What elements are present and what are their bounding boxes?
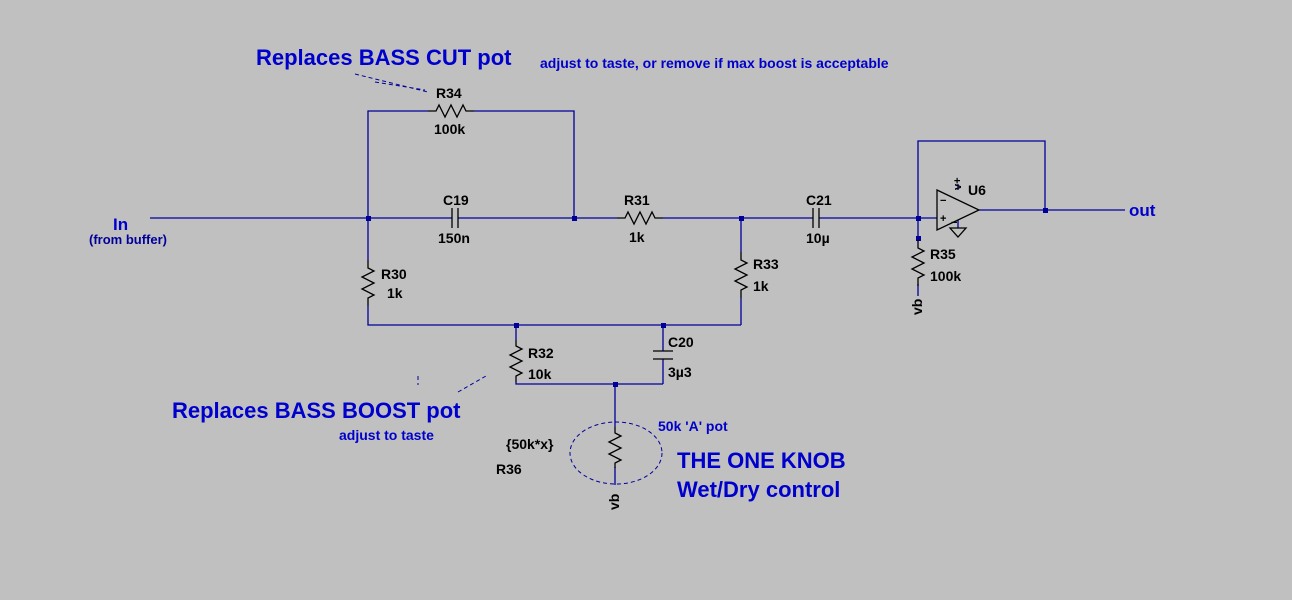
wire-r34-loop: [367, 110, 575, 218]
bass-boost-note: adjust to taste: [339, 427, 434, 443]
input-port-label: In: [113, 215, 128, 234]
r36-ref: R36: [496, 461, 522, 477]
opamp-triangle: [936, 188, 981, 232]
pointer-bass-cut: [354, 73, 429, 93]
wires: [150, 110, 1125, 485]
component-labels: R34 100k C19 150n R31 1k C21 10µ R30 1k …: [381, 85, 986, 510]
pointer-bass-boost: [417, 375, 487, 393]
opamp-pin-plus: +: [940, 213, 946, 225]
c19-ref: C19: [443, 192, 469, 208]
junction-dot: [916, 236, 921, 241]
c20-value: 3µ3: [668, 364, 692, 380]
opamp-u6[interactable]: − + v+ −: [936, 177, 981, 238]
resistor-r35[interactable]: [910, 240, 926, 286]
junction-dot: [572, 216, 577, 221]
c20-ref: C20: [668, 334, 694, 350]
resistor-r34[interactable]: [428, 103, 474, 119]
r33-ref: R33: [753, 256, 779, 272]
pot-note: 50k 'A' pot: [658, 418, 728, 434]
r30-value: 1k: [387, 285, 403, 301]
c21-value: 10µ: [806, 230, 830, 246]
bass-cut-title: Replaces BASS CUT pot: [256, 45, 512, 70]
potentiometer-r36[interactable]: [607, 427, 623, 468]
r32-value: 10k: [528, 366, 552, 382]
annotation-pointers: [354, 73, 663, 485]
c19-value: 150n: [438, 230, 470, 246]
resistor-r30[interactable]: [360, 260, 376, 306]
bass-boost-title: Replaces BASS BOOST pot: [172, 398, 461, 423]
opamp-pin-minus-2: −: [951, 217, 957, 229]
net-vb-r35: vb: [909, 299, 925, 315]
capacitor-c19[interactable]: [451, 208, 459, 228]
wire-r30: [367, 218, 741, 326]
junction-dot: [916, 216, 921, 221]
junction-dot: [514, 323, 519, 328]
net-vb-pot: vb: [606, 494, 622, 510]
ground-symbol: [948, 227, 968, 238]
resistor-r31[interactable]: [617, 210, 663, 226]
u6-ref: U6: [968, 182, 986, 198]
wire-feedback: [917, 140, 1046, 218]
r34-value: 100k: [434, 121, 465, 137]
resistor-r32[interactable]: [508, 340, 524, 382]
junction-dot: [661, 323, 666, 328]
r35-ref: R35: [930, 246, 956, 262]
output-port-label: out: [1129, 201, 1156, 220]
r35-value: 100k: [930, 268, 961, 284]
capacitor-c20[interactable]: [653, 350, 673, 360]
pot-outline: [569, 421, 663, 485]
junction-dot: [739, 216, 744, 221]
capacitor-c21[interactable]: [812, 208, 820, 228]
opamp-pin-vplus: v+: [952, 177, 964, 190]
junctions: [366, 208, 1048, 387]
c21-ref: C21: [806, 192, 832, 208]
junction-dot: [613, 382, 618, 387]
r31-value: 1k: [629, 229, 645, 245]
junction-dot: [1043, 208, 1048, 213]
r32-ref: R32: [528, 345, 554, 361]
r30-ref: R30: [381, 266, 407, 282]
r34-ref: R34: [436, 85, 462, 101]
bass-cut-note: adjust to taste, or remove if max boost …: [540, 55, 889, 71]
input-port-sublabel: (from buffer): [89, 232, 167, 247]
opamp-pin-minus: −: [940, 195, 946, 207]
knob-title: THE ONE KNOB: [677, 448, 846, 473]
r33-value: 1k: [753, 278, 769, 294]
resistor-r33[interactable]: [733, 252, 749, 298]
r36-value: {50k*x}: [506, 436, 554, 452]
r31-ref: R31: [624, 192, 650, 208]
junction-dot: [366, 216, 371, 221]
knob-subtitle: Wet/Dry control: [677, 477, 840, 502]
